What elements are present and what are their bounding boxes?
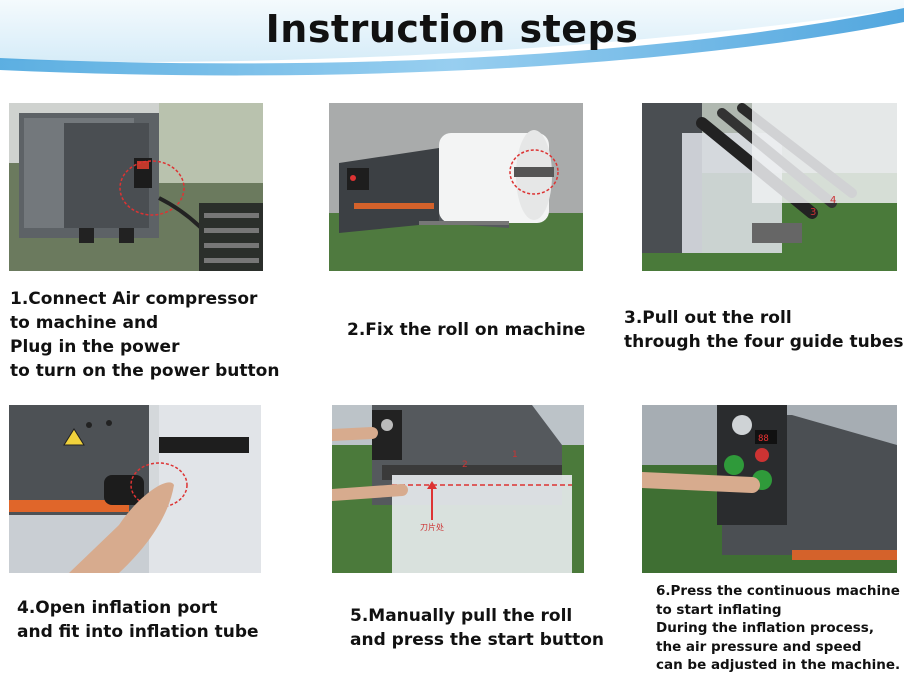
inflation-port-photo (9, 405, 261, 573)
step-4-line-2: and fit into inflation tube (17, 622, 259, 642)
pull-roll-photo: 2 1 刀片处 (332, 405, 584, 573)
step-6-line-5: can be adjusted in the machine. (656, 657, 901, 673)
title-banner: Instruction steps (0, 0, 904, 80)
step-1-line-2: to machine and (10, 313, 159, 333)
step-6-line-3: During the inflation process, (656, 620, 874, 636)
step-6-line-2: to start inflating (656, 601, 782, 618)
step-4-line-1: 4.Open inflation port (17, 598, 218, 618)
air-compressor-connection-photo (9, 103, 263, 271)
step-1-line-4: to turn on the power button (10, 361, 280, 381)
step-3-line-2: through the four guide tubes (624, 332, 904, 352)
svg-text:88: 88 (758, 434, 769, 444)
step-3-line-1: 3.Pull out the roll (624, 308, 792, 328)
step-1-line-1: 1.Connect Air compressor (10, 289, 258, 309)
step-6-line-4: the air pressure and speed (656, 638, 862, 655)
step-6-line-1: 6.Press the continuous machine (656, 583, 900, 599)
banner-swoosh (0, 0, 904, 76)
step-6-caption: 6.Press the continuous machine to start … (656, 582, 900, 675)
step-4-caption: 4.Open inflation port and fit into infla… (17, 596, 259, 644)
step-3-caption: 3.Pull out the roll through the four gui… (624, 306, 904, 354)
step-1-line-3: Plug in the power (10, 337, 180, 357)
step-5-line-2: and press the start button (350, 630, 605, 650)
fix-roll-photo (329, 103, 583, 271)
start-inflating-photo: 88 (642, 405, 897, 573)
step-5-line-1: 5.Manually pull the roll (350, 606, 573, 626)
annotation-blade: 刀片处 (420, 522, 444, 532)
page-title: Instruction steps (265, 7, 639, 51)
step-1-caption: 1.Connect Air compressor to machine and … (10, 287, 279, 383)
annotation-2: 2 (462, 460, 468, 470)
step-5-caption: 5.Manually pull the roll and press the s… (350, 604, 604, 652)
step-2-line-1: 2.Fix the roll on machine (347, 320, 586, 340)
svg-text:3: 3 (810, 207, 816, 218)
guide-tubes-photo: 3 4 (642, 103, 897, 271)
annotation-1: 1 (512, 450, 518, 460)
svg-text:4: 4 (830, 195, 836, 206)
step-2-caption: 2.Fix the roll on machine (347, 318, 585, 342)
